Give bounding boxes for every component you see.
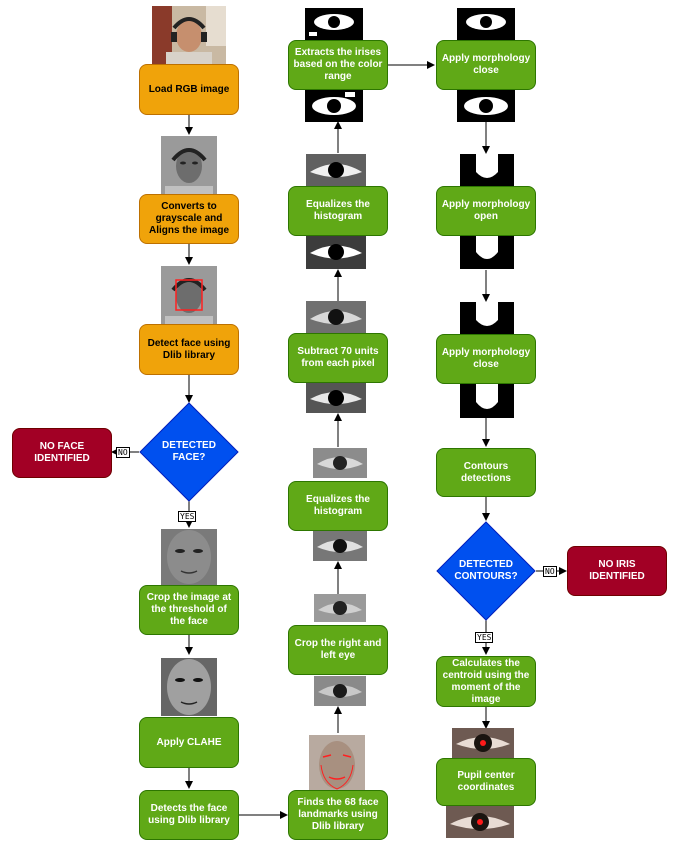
apply-clahe-node: Apply CLAHE <box>139 717 239 768</box>
detects-face-dlib-node: Detects the face using Dlib library <box>139 790 239 840</box>
find-68-landmarks-node: Finds the 68 face landmarks using Dlib l… <box>288 790 388 840</box>
face-box-photo-thumbnail <box>161 266 217 324</box>
clahe-face-thumbnail <box>161 658 217 716</box>
extract-irises-node: Extracts the irises based on the color r… <box>288 40 388 90</box>
rgb-photo-thumbnail <box>152 6 226 64</box>
edge-label-no: NO <box>543 566 557 577</box>
eye-thumbnail <box>314 594 366 622</box>
cropped-face-thumbnail <box>161 529 217 585</box>
pupil-center-node: Pupil center coordinates <box>436 758 536 806</box>
edge-label-yes: YES <box>475 632 494 643</box>
crop-eyes-node: Crop the right and left eye <box>288 625 388 675</box>
detected-face-decision <box>139 402 239 502</box>
grayscale-align-node: Converts to grayscale and Aligns the ima… <box>139 194 239 244</box>
binary-mask-thumbnail <box>457 8 515 40</box>
crop-face-node: Crop the image at the threshold of the f… <box>139 585 239 635</box>
grayscale-photo-thumbnail <box>161 136 217 194</box>
morphology-close-node: Apply morphology close <box>436 40 536 90</box>
detect-face-dlib-node: Detect face using Dlib library <box>139 324 239 375</box>
equalize-histogram-node: Equalizes the histogram <box>288 481 388 531</box>
eye-thumbnail <box>306 236 366 269</box>
binary-mask-thumbnail <box>305 8 363 40</box>
eye-thumbnail <box>306 383 366 413</box>
pupil-marked-thumbnail <box>446 806 514 838</box>
edge-label-yes: YES <box>178 511 197 522</box>
binary-mask-thumbnail <box>457 88 515 122</box>
eye-thumbnail <box>313 531 367 561</box>
edge-label-no: NO <box>116 447 130 458</box>
equalize-histogram-node: Equalizes the histogram <box>288 186 388 236</box>
binary-mask-thumbnail <box>460 154 514 186</box>
eye-thumbnail <box>313 448 367 478</box>
detected-contours-label: DETECTED CONTOURS? <box>454 559 518 582</box>
no-iris-identified-node: NO IRIS IDENTIFIED <box>567 546 667 596</box>
binary-mask-thumbnail <box>460 236 514 269</box>
contours-detection-node: Contours detections <box>436 448 536 497</box>
eye-thumbnail <box>306 301 366 333</box>
detected-contours-decision <box>436 521 536 621</box>
binary-mask-thumbnail <box>460 302 514 334</box>
landmarks-face-thumbnail <box>309 735 365 791</box>
morphology-open-node: Apply morphology open <box>436 186 536 236</box>
no-face-identified-node: NO FACE IDENTIFIED <box>12 428 112 478</box>
binary-mask-thumbnail <box>305 88 363 122</box>
load-rgb-image-node: Load RGB image <box>139 64 239 115</box>
morphology-close-node: Apply morphology close <box>436 334 536 384</box>
binary-mask-thumbnail <box>460 384 514 418</box>
eye-thumbnail <box>314 676 366 706</box>
centroid-node: Calculates the centroid using the moment… <box>436 656 536 707</box>
eye-thumbnail <box>306 154 366 186</box>
pupil-marked-thumbnail <box>452 728 514 758</box>
detected-face-label: DETECTED FACE? <box>162 440 216 463</box>
subtract-70-node: Subtract 70 units from each pixel <box>288 333 388 383</box>
